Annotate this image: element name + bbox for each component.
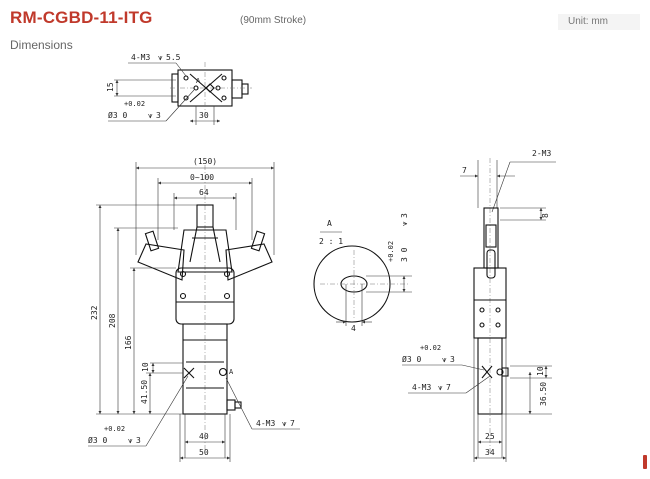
- detail-a-scale: 2 : 1: [319, 237, 343, 246]
- front-thread-note: 4-M3: [256, 419, 275, 428]
- top-ref-letter: A: [196, 77, 201, 85]
- stroke-note: (90mm Stroke): [240, 15, 307, 26]
- front-ref-letter: A: [229, 368, 234, 376]
- corner-marker: [643, 455, 647, 469]
- front-thread-depth-symbol: ⩛: [282, 419, 287, 428]
- front-dim-height-166: 166: [124, 335, 133, 350]
- front-dim-base-outer: 50: [199, 448, 209, 457]
- side-thread-depth-symbol: ⩛: [438, 383, 443, 392]
- top-tolerance: +0.02: [124, 100, 145, 108]
- section-title: Dimensions: [10, 38, 73, 52]
- top-thread-note: 4-M3: [131, 53, 150, 62]
- top-pin-hole: Ø3 0: [108, 110, 127, 120]
- model-title: RM-CGBD-11-ITG: [10, 8, 153, 27]
- side-pin-depth-symbol: ⩛: [442, 355, 447, 364]
- side-thread-note: 4-M3: [412, 383, 431, 392]
- front-pin-hole: Ø3 0: [88, 435, 107, 445]
- front-dim-overall-width: (150): [193, 157, 217, 166]
- top-depth-symbol: ⩛: [158, 53, 163, 62]
- top-view: 4-M3 ⩛ 5.5 A 15 +0.02 Ø3 0 ⩛ 3 30: [106, 53, 252, 125]
- side-dim-25: 25: [485, 432, 495, 441]
- side-dim-10: 10: [536, 366, 545, 376]
- top-dim-height: 15: [106, 82, 115, 92]
- front-thread-depth: 7: [290, 419, 295, 428]
- top-pin-depth-symbol: ⩛: [148, 111, 153, 120]
- side-pin-hole: Ø3 0: [402, 354, 421, 364]
- top-pin-depth: 3: [156, 111, 161, 120]
- front-pin-depth-symbol: ⩛: [128, 436, 133, 445]
- detail-a-tolerance: +0.02: [387, 241, 395, 262]
- front-pin-depth: 3: [136, 436, 141, 445]
- front-dim-height-41-5: 41.50: [140, 380, 149, 404]
- side-view: 7 2-M3 8 10 36.50 25: [402, 149, 556, 462]
- side-pin-depth: 3: [450, 355, 455, 364]
- side-tolerance: +0.02: [420, 344, 441, 352]
- front-dim-base-width: 40: [199, 432, 209, 441]
- front-view: (150) 0~100 64 A: [88, 157, 300, 462]
- front-tolerance: +0.02: [104, 425, 125, 433]
- detail-a-pin-depth: 3: [400, 213, 409, 218]
- side-dim-36-5: 36.50: [539, 382, 548, 406]
- detail-a-depth-symbol: ⩛: [400, 221, 409, 226]
- side-thread-depth: 7: [446, 383, 451, 392]
- front-dim-height-208: 208: [108, 313, 117, 328]
- top-dim-width: 30: [199, 111, 209, 120]
- detail-a-label: A: [327, 219, 332, 228]
- side-dim-34: 34: [485, 448, 495, 457]
- side-thread-top: 2-M3: [532, 149, 551, 158]
- detail-a-view: A 2 : 1 +0.02 3 0 ⩛ 3 4: [313, 213, 412, 333]
- front-dim-stroke: 0~100: [190, 173, 214, 182]
- top-thread-depth: 5.5: [166, 53, 181, 62]
- side-dim-7: 7: [462, 166, 467, 175]
- front-dim-total-height: 232: [90, 305, 99, 320]
- detail-a-pin-hole: 3 0: [400, 247, 409, 262]
- detail-a-dim-width: 4: [351, 324, 356, 333]
- unit-label: Unit: mm: [558, 14, 640, 30]
- front-dim-height-10: 10: [141, 362, 150, 372]
- front-dim-finger-span: 64: [199, 188, 209, 197]
- side-dim-8: 8: [541, 213, 550, 218]
